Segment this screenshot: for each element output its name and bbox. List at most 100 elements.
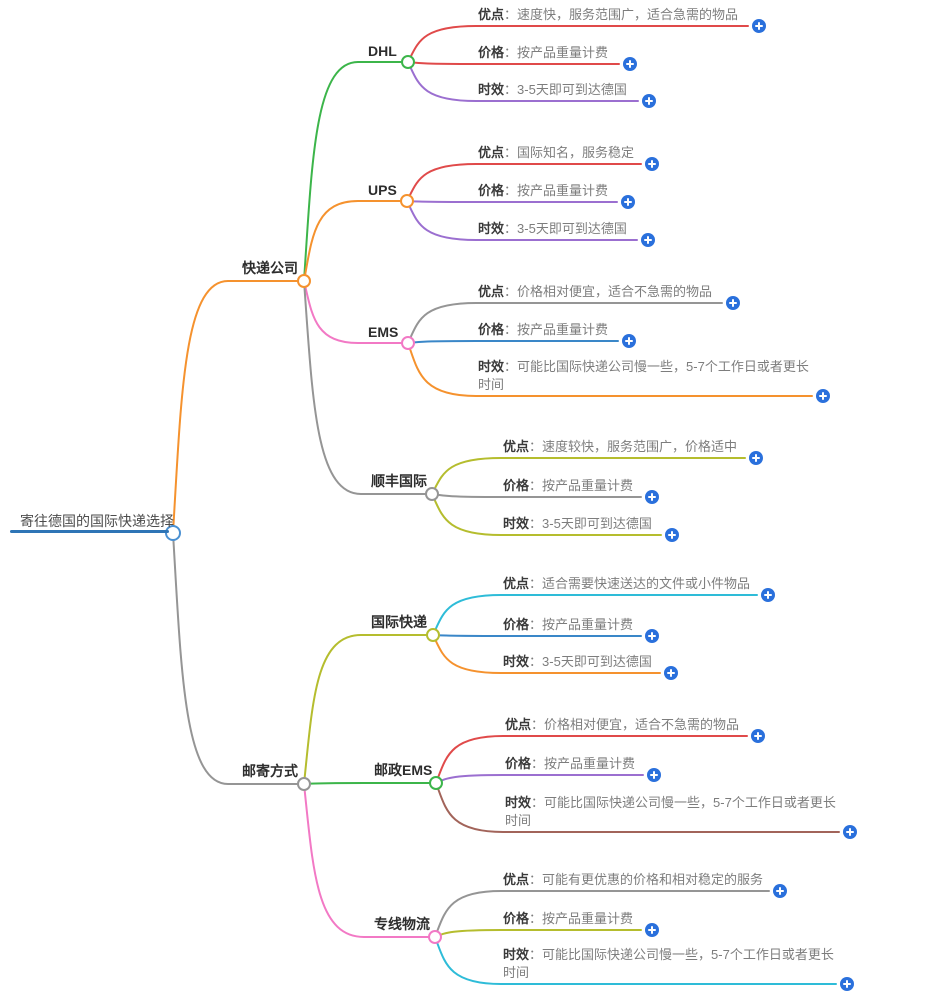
detail-row[interactable]: 时效：3-5天即可到达德国 — [478, 81, 627, 99]
detail-text: 速度快，服务范围广，适合急需的物品 — [517, 7, 739, 22]
detail-key: 时效 — [478, 82, 505, 97]
expand-icon[interactable] — [665, 528, 679, 542]
detail-row[interactable]: 价格：按产品重量计费 — [478, 321, 608, 339]
branch-curve — [407, 25, 749, 63]
expand-icon[interactable] — [645, 923, 659, 937]
branch-curve — [432, 634, 642, 637]
expand-icon[interactable] — [647, 768, 661, 782]
detail-row[interactable]: 优点：价格相对便宜，适合不急需的物品 — [505, 716, 739, 734]
node-collapse-anchor[interactable] — [401, 55, 415, 69]
node-collapse-anchor[interactable] — [428, 930, 442, 944]
mindmap-node-label[interactable]: 顺丰国际 — [371, 473, 427, 489]
detail-text: 价格相对便宜，适合不急需的物品 — [517, 284, 713, 299]
expand-icon[interactable] — [645, 629, 659, 643]
detail-row[interactable]: 时效：3-5天即可到达德国 — [478, 220, 627, 238]
mindmap-node-label[interactable]: 邮寄方式 — [242, 763, 298, 779]
branch-curve — [303, 280, 409, 344]
detail-row[interactable]: 优点：速度快，服务范围广，适合急需的物品 — [478, 6, 738, 24]
detail-key: 优点 — [503, 872, 530, 887]
mindmap-node-label[interactable]: DHL — [368, 43, 397, 59]
branch-curve — [434, 936, 837, 985]
expand-icon[interactable] — [752, 19, 766, 33]
expand-icon[interactable] — [623, 57, 637, 71]
node-collapse-anchor[interactable] — [165, 525, 181, 541]
node-collapse-anchor[interactable] — [297, 274, 311, 288]
detail-key: 时效 — [503, 516, 530, 531]
expand-icon[interactable] — [816, 389, 830, 403]
node-collapse-anchor[interactable] — [401, 336, 415, 350]
mindmap-node-label[interactable]: 快递公司 — [242, 260, 298, 276]
expand-icon[interactable] — [621, 195, 635, 209]
mindmap-node-label[interactable]: EMS — [368, 324, 399, 340]
node-collapse-anchor[interactable] — [425, 487, 439, 501]
expand-icon[interactable] — [645, 157, 659, 171]
expand-icon[interactable] — [840, 977, 854, 991]
detail-row[interactable]: 时效：可能比国际快递公司慢一些，5-7个工作日或者更长时间 — [478, 358, 812, 394]
branch-curve — [435, 774, 644, 784]
detail-row[interactable]: 价格：按产品重量计费 — [503, 616, 633, 634]
node-collapse-anchor[interactable] — [429, 776, 443, 790]
branch-curve — [431, 457, 746, 495]
detail-row[interactable]: 价格：按产品重量计费 — [503, 910, 633, 928]
expand-icon[interactable] — [749, 451, 763, 465]
detail-colon: ： — [529, 654, 543, 669]
detail-row[interactable]: 优点：适合需要快速送达的文件或小件物品 — [503, 575, 750, 593]
expand-icon[interactable] — [726, 296, 740, 310]
detail-text: 3-5天即可到达德国 — [542, 654, 652, 669]
expand-icon[interactable] — [664, 666, 678, 680]
detail-row[interactable]: 优点：速度较快，服务范围广，价格适中 — [503, 438, 737, 456]
detail-row[interactable]: 价格：按产品重量计费 — [478, 182, 608, 200]
detail-row[interactable]: 价格：按产品重量计费 — [503, 477, 633, 495]
detail-text: 按产品重量计费 — [517, 183, 609, 198]
detail-row[interactable]: 时效：可能比国际快递公司慢一些，5-7个工作日或者更长时间 — [505, 794, 839, 830]
detail-row[interactable]: 优点：价格相对便宜，适合不急需的物品 — [478, 283, 712, 301]
detail-key: 优点 — [505, 717, 532, 732]
detail-colon: ： — [504, 221, 518, 236]
node-collapse-anchor[interactable] — [400, 194, 414, 208]
detail-text: 3-5天即可到达德国 — [517, 82, 627, 97]
mindmap-node-label[interactable]: 国际快递 — [371, 614, 427, 630]
detail-colon: ： — [504, 359, 518, 374]
detail-key: 价格 — [503, 617, 530, 632]
detail-text: 按产品重量计费 — [542, 478, 634, 493]
detail-colon: ： — [529, 947, 543, 962]
detail-row[interactable]: 时效：3-5天即可到达德国 — [503, 515, 652, 533]
detail-key: 优点 — [503, 439, 530, 454]
detail-colon: ： — [504, 7, 518, 22]
detail-row[interactable]: 价格：按产品重量计费 — [478, 44, 608, 62]
detail-row[interactable]: 价格：按产品重量计费 — [505, 755, 635, 773]
branch-curve — [434, 929, 642, 938]
node-collapse-anchor[interactable] — [426, 628, 440, 642]
expand-icon[interactable] — [641, 233, 655, 247]
branch-curve — [406, 200, 618, 203]
expand-icon[interactable] — [773, 884, 787, 898]
branch-curve — [407, 342, 813, 397]
detail-key: 优点 — [478, 145, 505, 160]
branch-curve — [406, 200, 638, 241]
detail-colon: ： — [529, 617, 543, 632]
mindmap-node-label[interactable]: UPS — [368, 182, 397, 198]
detail-text: 按产品重量计费 — [517, 45, 609, 60]
expand-icon[interactable] — [751, 729, 765, 743]
expand-icon[interactable] — [642, 94, 656, 108]
detail-colon: ： — [504, 145, 518, 160]
node-collapse-anchor[interactable] — [297, 777, 311, 791]
detail-key: 时效 — [505, 795, 532, 810]
expand-icon[interactable] — [761, 588, 775, 602]
mindmap-node-label[interactable]: 专线物流 — [374, 916, 430, 932]
detail-row[interactable]: 优点：可能有更优惠的价格和相对稳定的服务 — [503, 871, 763, 889]
detail-text: 可能比国际快递公司慢一些，5-7个工作日或者更长时间 — [505, 795, 836, 828]
mindmap-node-label[interactable]: 邮政EMS — [374, 762, 433, 778]
expand-icon[interactable] — [843, 825, 857, 839]
detail-text: 价格相对便宜，适合不急需的物品 — [544, 717, 740, 732]
detail-row[interactable]: 时效：3-5天即可到达德国 — [503, 653, 652, 671]
detail-row[interactable]: 优点：国际知名，服务稳定 — [478, 144, 634, 162]
branch-curve — [407, 302, 723, 344]
branch-curve — [303, 783, 436, 938]
root-node-label[interactable]: 寄往德国的国际快递选择 — [20, 513, 174, 529]
detail-colon: ： — [531, 795, 545, 810]
detail-row[interactable]: 时效：可能比国际快递公司慢一些，5-7个工作日或者更长时间 — [503, 946, 837, 982]
expand-icon[interactable] — [645, 490, 659, 504]
expand-icon[interactable] — [622, 334, 636, 348]
